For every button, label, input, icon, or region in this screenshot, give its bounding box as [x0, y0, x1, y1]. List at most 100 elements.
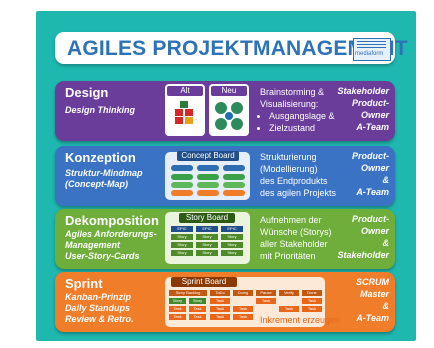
neu-label: Neu: [211, 86, 247, 96]
column-header: Done: [302, 290, 322, 296]
story-card: Story: [221, 234, 243, 240]
task-card: Task: [302, 306, 322, 312]
story-card: Story: [196, 234, 218, 240]
description-line: aller Stakeholder: [260, 239, 328, 249]
task-card: Task: [210, 306, 230, 312]
subtitle-line: User-Story-Cards: [65, 251, 140, 261]
task-card: Task: [169, 306, 186, 312]
story-card: Story: [171, 242, 193, 248]
description-line: Wünsche (Storys): [260, 227, 332, 237]
description-line: Aufnehmen der: [260, 215, 322, 225]
column-header: Pause: [256, 290, 276, 296]
mindmap-node: [197, 190, 219, 196]
description-line: mit Prioritäten: [260, 251, 316, 261]
task-card: Task: [233, 306, 253, 312]
subtitle-line: (Concept-Map): [65, 179, 128, 189]
role-line: A-Team: [356, 313, 389, 323]
column-header: Story Backlog: [169, 290, 207, 296]
mindmap-node: [171, 165, 193, 171]
phase-title: Design: [65, 85, 109, 100]
description-line: des Endprodukts: [260, 176, 328, 186]
task-card: Task: [189, 314, 206, 320]
phase-role: Product- Owner & A-Team: [329, 150, 389, 198]
bullet-item: Zielzustand: [269, 122, 350, 134]
role-line: &: [382, 301, 390, 311]
description-intro: Brainstorming & Visualisierung:: [260, 87, 325, 109]
concept-board: Concept Board: [165, 151, 250, 200]
neu-panel: Neu: [209, 84, 249, 136]
board-title: Story Board: [179, 213, 235, 223]
page-title: AGILES PROJEKTMANAGEMENT: [67, 37, 408, 60]
role-line: Stakeholder: [337, 86, 389, 96]
alt-panel: Alt: [165, 84, 205, 136]
alt-shape: [175, 117, 183, 124]
task-card: Task: [279, 306, 299, 312]
epic-header: EPIC: [196, 226, 218, 232]
role-line: Product-: [352, 214, 389, 224]
phase-sprint: Sprint Kanban-Prinzip Daily Standups Rev…: [55, 272, 395, 332]
story-card: Story: [169, 298, 186, 304]
phase-role: Stakeholder Product- Owner A-Team: [329, 85, 389, 133]
subtitle-line: Kanban-Prinzip: [65, 292, 132, 302]
task-card: Task: [256, 298, 276, 304]
column-header: Verify: [279, 290, 299, 296]
mindmap-node: [171, 174, 193, 180]
epic-header: EPIC: [221, 226, 243, 232]
alt-label: Alt: [167, 86, 203, 96]
column-header: Doing: [233, 290, 253, 296]
task-card: Task: [233, 314, 253, 320]
role-line: &: [382, 238, 390, 248]
mindmap-node: [223, 182, 245, 188]
story-card: Story: [171, 250, 193, 256]
story-board: Story Board EPIC EPIC EPIC Story Story S…: [165, 212, 250, 264]
task-card: Task: [189, 306, 206, 312]
alt-shape: [185, 109, 193, 116]
phase-title: Konzeption: [65, 150, 136, 165]
phase-subtitle: Design Thinking: [65, 105, 136, 115]
description-line: (Modellierung): [260, 164, 318, 174]
alt-shape: [180, 101, 188, 108]
role-line: Stakeholder: [337, 250, 389, 260]
role-line: Master: [359, 289, 389, 299]
phase-konzeption: Konzeption Struktur-Mindmap (Concept-Map…: [55, 146, 395, 206]
mindmap-node: [223, 165, 245, 171]
phase-dekomposition: Dekomposition Agiles Anforderungs- Manag…: [55, 209, 395, 269]
mindmap-node: [171, 182, 193, 188]
subtitle-line: Agiles Anforderungs-: [65, 229, 157, 239]
role-line: A-Team: [356, 122, 389, 132]
task-card: Task: [302, 298, 322, 304]
sprint-board: Sprint Board Story Backlog ToDo Doing Pa…: [165, 277, 340, 327]
mindmap-node: [223, 190, 245, 196]
board-title: Sprint Board: [171, 277, 237, 287]
mindmap-node: [197, 165, 219, 171]
role-line: &: [382, 175, 390, 185]
alt-shape: [175, 109, 183, 116]
description-line: Strukturierung: [260, 152, 317, 162]
epic-header: EPIC: [171, 226, 193, 232]
bullet-list: Ausgangslage & Zielzustand: [260, 110, 350, 134]
phase-role: Product- Owner & Stakeholder: [329, 213, 389, 261]
story-card: Story: [189, 298, 206, 304]
description-line: des agilen Projekts: [260, 188, 337, 198]
task-card: Task: [210, 298, 230, 304]
subtitle-line: Daily Standups: [65, 303, 131, 313]
role-line: A-Team: [356, 187, 389, 197]
task-card: Task: [210, 314, 230, 320]
mindmap-node: [197, 182, 219, 188]
phase-design: Design Design Thinking Alt Neu Brainstor…: [55, 81, 395, 141]
story-card: Story: [221, 250, 243, 256]
alt-neu-visual: Alt Neu: [165, 84, 249, 138]
column-header: ToDo: [210, 290, 230, 296]
board-title: Concept Board: [177, 151, 239, 161]
phase-description: Strukturierung (Modellierung) des Endpro…: [260, 151, 350, 199]
task-card: Task: [169, 314, 186, 320]
phase-subtitle: Kanban-Prinzip Daily Standups Review & R…: [65, 292, 134, 325]
phase-description: Brainstorming & Visualisierung: Ausgangs…: [260, 86, 350, 134]
logo-text: mediaform: [355, 51, 384, 57]
mindmap-node: [171, 190, 193, 196]
mediaform-logo: mediaform: [353, 38, 391, 61]
role-line: Product-: [352, 98, 389, 108]
increment-label: Inkrement erzeugen: [260, 315, 341, 325]
story-card: Story: [196, 242, 218, 248]
phase-subtitle: Struktur-Mindmap (Concept-Map): [65, 168, 143, 190]
